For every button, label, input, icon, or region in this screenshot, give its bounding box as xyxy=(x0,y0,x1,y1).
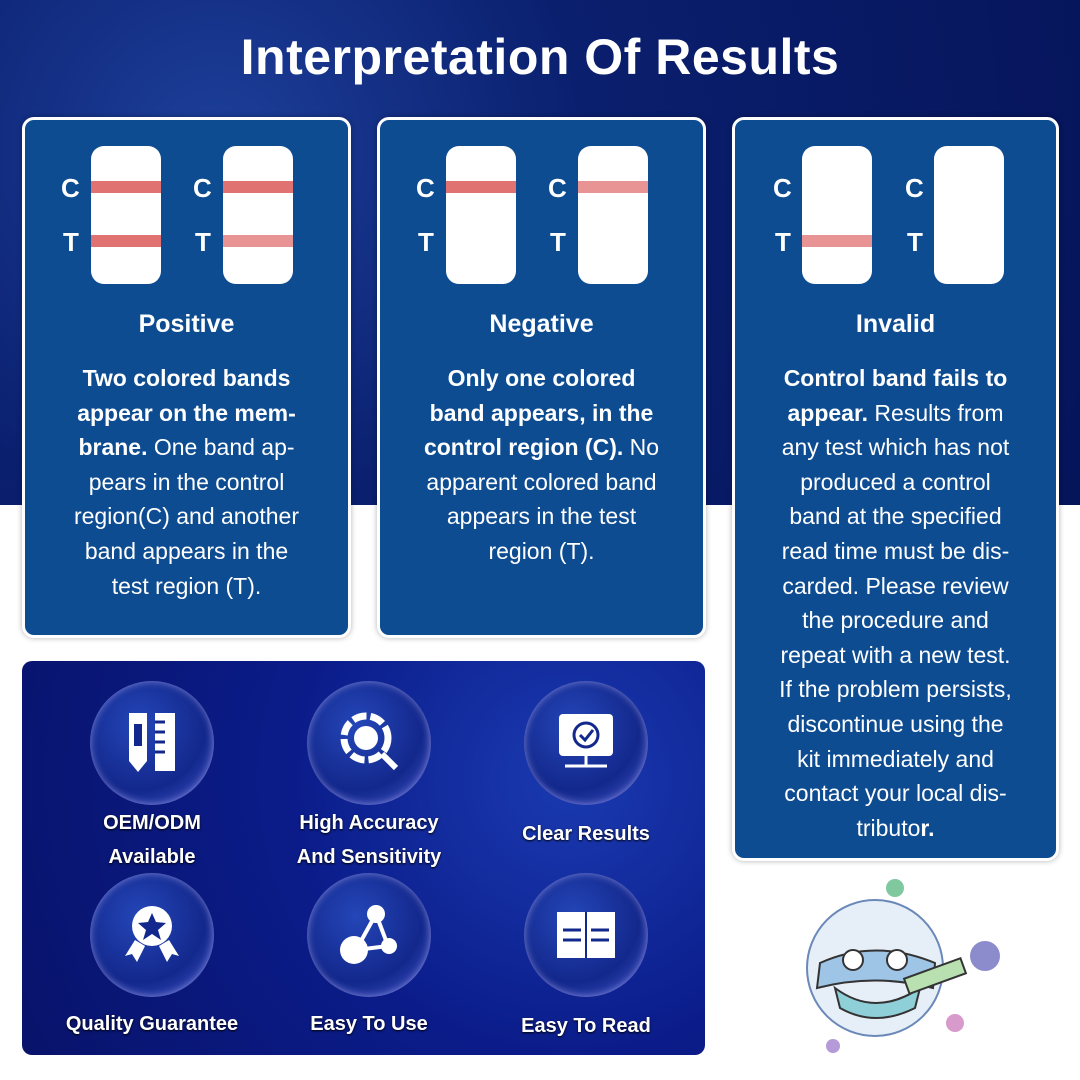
control-band xyxy=(223,181,293,193)
card-description: Only one colored band appears, in the co… xyxy=(380,361,703,569)
c-label: C xyxy=(905,173,924,203)
test-strip xyxy=(934,146,1004,284)
test-band-faint xyxy=(223,235,293,247)
award-ribbon-icon xyxy=(90,873,214,997)
t-label: T xyxy=(550,227,566,257)
card-heading: Positive xyxy=(138,310,235,338)
open-book-icon xyxy=(524,873,648,997)
t-label: T xyxy=(907,227,923,257)
feature-label: Easy To Read xyxy=(521,1015,651,1037)
t-label: T xyxy=(418,227,434,257)
control-band-faint xyxy=(578,181,648,193)
feature-label: High Accuracy And Sensitivity xyxy=(296,812,442,868)
c-label: C xyxy=(193,173,212,203)
result-card-negative: C T C T Negative Only one colored band a… xyxy=(377,117,706,638)
card-description: Control band fails to appear. Results fr… xyxy=(735,361,1056,845)
bold-text: Control band fails to appear. xyxy=(783,365,1008,426)
bold-text: Only one colored band appears, in the co… xyxy=(423,365,654,461)
molecule-icon xyxy=(307,873,431,997)
control-band xyxy=(91,181,161,193)
bold-text: Two colored bands appear on the mem- bra… xyxy=(77,365,296,461)
monitor-check-icon xyxy=(524,681,648,805)
t-label: T xyxy=(195,227,211,257)
t-label: T xyxy=(63,227,79,257)
body-text: No apparent colored band appears in the … xyxy=(426,434,660,564)
card-heading: Invalid xyxy=(855,310,936,338)
body-text: One band ap- pears in the control region… xyxy=(73,434,300,599)
test-strip xyxy=(446,146,516,284)
card-description: Two colored bands appear on the mem- bra… xyxy=(25,361,348,603)
control-band xyxy=(446,181,516,193)
t-label: T xyxy=(775,227,791,257)
test-band-faint xyxy=(802,235,872,247)
card-heading: Negative xyxy=(489,310,594,338)
pencil-ruler-icon xyxy=(90,681,214,805)
feature-label: Clear Results xyxy=(522,823,650,845)
c-label: C xyxy=(548,173,567,203)
features-panel: OEM/ODM Available High Accuracy And Sens… xyxy=(22,661,705,1055)
feature-label: Quality Guarantee xyxy=(65,1013,239,1035)
magnifier-gear-icon xyxy=(307,681,431,805)
result-card-invalid: C T C T Invalid Control band fails to ap… xyxy=(732,117,1059,861)
c-label: C xyxy=(416,173,435,203)
c-label: C xyxy=(773,173,792,203)
feature-label: Easy To Use xyxy=(310,1013,428,1035)
body-text: Results from any test which has not prod… xyxy=(779,399,1012,841)
doctor-mascot-illustration xyxy=(806,879,1000,1053)
test-strip xyxy=(91,146,161,284)
c-label: C xyxy=(61,173,80,203)
test-strip xyxy=(578,146,648,284)
bold-text-end: r. xyxy=(920,814,935,841)
page-title: Interpretation Of Results xyxy=(240,29,840,85)
feature-label: OEM/ODM Available xyxy=(103,812,201,868)
test-strip xyxy=(223,146,293,284)
result-card-positive: C T C T Positive Two colored bands appea… xyxy=(22,117,351,638)
test-strip xyxy=(802,146,872,284)
test-band xyxy=(91,235,161,247)
